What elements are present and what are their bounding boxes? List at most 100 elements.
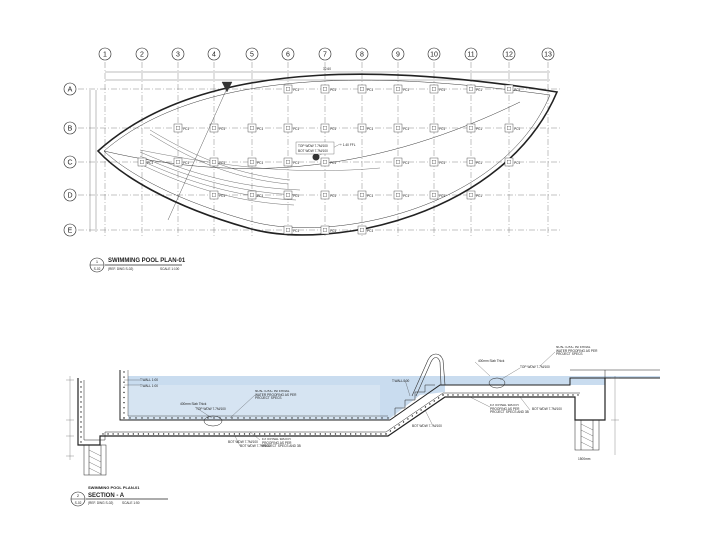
pile-cap: PC1: [173, 157, 189, 167]
revision-clouds: [203, 377, 506, 427]
rebar-dot: [123, 401, 125, 404]
rebar-dot: [269, 433, 271, 435]
rebar-dot: [188, 433, 190, 435]
column-bubble: 12: [502, 47, 516, 61]
pile-cap: PC1: [429, 123, 445, 133]
rebar-dot: [123, 386, 125, 389]
pile-tag: PC1: [403, 88, 409, 92]
rebar-dot: [189, 417, 191, 419]
column-label: 4: [212, 52, 216, 59]
pile-tag: PC1: [367, 127, 373, 131]
pile-cap: PC1: [429, 157, 445, 167]
row-label: A: [68, 87, 73, 94]
grid-system: [78, 62, 560, 238]
rebar-dot: [334, 433, 337, 435]
rebar-dot: [80, 431, 82, 433]
shell-rebar-dots: [80, 371, 579, 443]
row-bubble: D: [63, 188, 77, 202]
rebar-dot: [437, 397, 440, 399]
centre-note-1: TOP WDW 7.7M/100: [298, 144, 328, 148]
rebar-dot: [389, 430, 392, 432]
note-waterproofing-2-box: NON-TOXIC INTERNAL WATER PROOFING AS PER…: [556, 346, 598, 357]
rebar-dot: [213, 433, 215, 435]
rebar-dot: [141, 417, 143, 419]
row-label: C: [67, 160, 72, 167]
column-bubble: 11: [464, 47, 478, 61]
note-waterproofing-2: NON-TOXIC INTERNAL WATER PROOFING AS PER…: [556, 346, 598, 357]
pile-cap: PC1: [137, 157, 153, 167]
rebar-dot: [80, 441, 82, 443]
plan-scale: SCALE 1:100: [160, 267, 180, 271]
pile-tag: PC1: [257, 127, 263, 131]
rebar-dot: [183, 417, 185, 419]
pile-cap: PC1: [320, 84, 336, 94]
rebar-dot: [80, 401, 82, 403]
note-top-wdw: TOP WDW 7.7M/100: [196, 407, 226, 411]
rebar-dot: [375, 433, 377, 435]
rebar-dot: [253, 433, 256, 435]
pile-tag: PC1: [367, 88, 373, 92]
rebar-dot: [127, 433, 129, 435]
water-stipple: [128, 385, 380, 420]
rebar-dot: [477, 394, 479, 396]
section-scale: SCALE 1:50: [122, 501, 140, 505]
column-label: 1: [103, 52, 107, 59]
pile-tag: PC1: [439, 161, 445, 165]
plan-title-ref: (REF. DWG S-02): [108, 267, 133, 271]
rebar-dot: [297, 417, 299, 419]
rebar-dot: [572, 394, 574, 396]
pile-cap: PC1: [357, 123, 373, 133]
note-waterproofing-1-box: NON-TOXIC INTERNAL WATER PROOFING AS PER…: [255, 390, 297, 401]
pile-tag: PC1: [330, 127, 336, 131]
rebar-dot: [497, 394, 499, 396]
rebar-dot: [147, 417, 149, 419]
pile-tag: PC1: [293, 229, 299, 233]
pile-tag: PC1: [330, 194, 336, 198]
level-note: + 1.40 FFL: [340, 143, 356, 147]
pile-tag: PC1: [403, 127, 409, 131]
note-bot-wdw-3: BOT WDW 7.7M/100: [412, 424, 442, 428]
note-waterproofing-1: NON-TOXIC INTERNAL WATER PROOFING AS PER…: [255, 390, 297, 401]
rebar-dot: [304, 433, 306, 435]
column-bubble: 5: [245, 47, 259, 61]
rebar-dot: [102, 433, 104, 435]
rebar-dot: [80, 436, 82, 438]
rebar-dot: [152, 433, 155, 435]
note-slab-2: 400mm Slab Thick: [478, 359, 505, 363]
pile-tag: PC1: [439, 88, 445, 92]
rebar-dot: [289, 433, 291, 435]
pile-tag: PC1: [367, 194, 373, 198]
section-left-dims: [66, 376, 74, 460]
rebar-dot: [248, 433, 251, 435]
column-label: 5: [250, 52, 254, 59]
pile-cap: PC1: [429, 84, 445, 94]
rebar-dot: [123, 396, 125, 399]
pile-cap: PC1: [429, 190, 445, 200]
pile-tag: PC1: [476, 194, 482, 198]
rebar-dot: [424, 406, 427, 408]
section-right-dims: [611, 376, 619, 455]
rebar-dot: [442, 394, 444, 396]
note-external-1: EXTERNAL WATER PROOFING AS PER PROJECT S…: [262, 438, 301, 449]
rebar-dot: [321, 417, 323, 419]
rebar-dot: [363, 417, 365, 419]
rebar-dot: [452, 394, 454, 396]
note-bot-wdw-1: BOT WDW 7.7M/100: [228, 440, 258, 444]
rebar-dot: [80, 396, 82, 398]
rebar-dot: [517, 394, 519, 396]
rebar-dot: [279, 433, 281, 435]
pile-tag: PC1: [514, 127, 520, 131]
rebar-dot: [351, 417, 353, 419]
rebar-dot: [231, 417, 233, 419]
leader-lines: [124, 351, 556, 447]
section-title-sheet: S-02: [75, 501, 82, 505]
rebar-dot: [324, 433, 327, 435]
pile-tag: PC1: [476, 127, 482, 131]
rebar-dot: [394, 427, 396, 429]
pile-tag: PC1: [293, 127, 299, 131]
rebar-dot: [309, 417, 311, 419]
rebar-dot: [178, 433, 180, 435]
rebar-dot: [80, 411, 82, 413]
rebar-dot: [375, 417, 377, 419]
